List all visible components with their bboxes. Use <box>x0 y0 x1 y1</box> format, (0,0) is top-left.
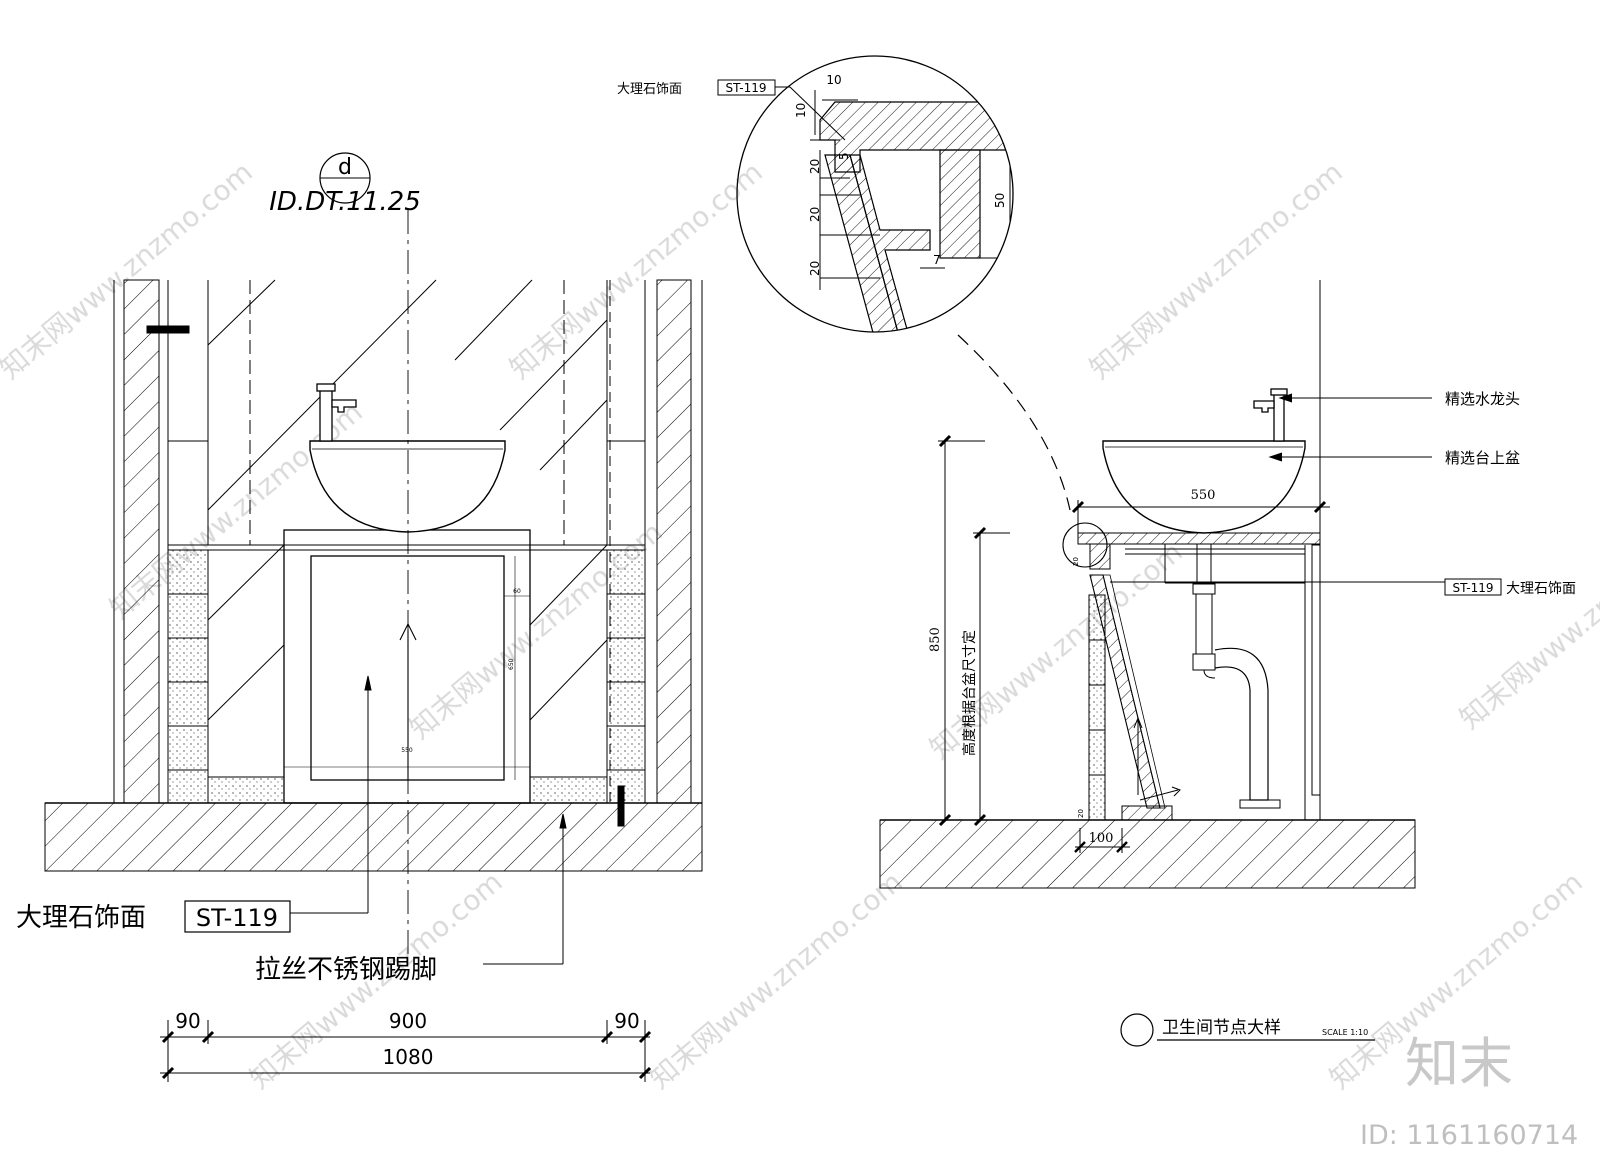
detail-marble-code: ST-119 <box>725 81 766 95</box>
detail-callout <box>736 55 1108 568</box>
detail-dim-side: 10 <box>794 103 808 118</box>
front-elevation <box>44 152 703 965</box>
section-toe-small-dim: 20 <box>1077 809 1085 818</box>
drawing-title: 卫生间节点大样 <box>1162 1018 1281 1038</box>
kick-label: 拉丝不锈钢踢脚 <box>255 955 437 985</box>
section-faucet-icon <box>1253 388 1288 442</box>
section-ref-code: ID.DT.11.25 <box>269 187 420 217</box>
detail-dim-top: 10 <box>826 73 841 87</box>
dim-left: 90 <box>175 1009 200 1033</box>
panel-width-dim: 550 <box>401 747 413 754</box>
watermark-layer: 知末网www.znzmo.com 知末网www.znzmo.com 知末网www… <box>0 155 1600 1095</box>
faucet-icon <box>316 383 357 442</box>
section-floor-slab <box>879 819 1416 889</box>
detail-dim-thick: 50 <box>993 193 1007 208</box>
detail-dim-b: 20 <box>808 207 822 222</box>
watermark-text: 知末网www.znzmo.com <box>1083 155 1348 385</box>
panel-height-dim: 650 <box>508 658 515 670</box>
material-code-box <box>184 900 291 933</box>
watermark-text: 知末网www.znzmo.com <box>1453 505 1600 735</box>
watermark-text: 知末网www.znzmo.com <box>643 865 908 1095</box>
detail-code-box <box>717 79 776 96</box>
section-height-dim: 850 <box>928 627 943 652</box>
right-wall <box>656 279 692 804</box>
section-basin <box>1102 440 1306 534</box>
section-width-dim: 550 <box>1191 488 1216 503</box>
marble-finish-label: 大理石饰面 <box>16 903 146 933</box>
detail-dim-gap: 5 <box>837 152 851 160</box>
vessel-basin <box>309 440 506 533</box>
left-wall <box>123 279 160 804</box>
dim-right: 90 <box>614 1009 639 1033</box>
wall-marker <box>617 785 625 827</box>
section-ref-letter: d <box>338 155 352 180</box>
section-height-note: 高度根据台盆尺寸定 <box>961 630 978 756</box>
dim-mid: 900 <box>389 1009 427 1033</box>
floor-slab <box>44 802 703 872</box>
marble-code-label: ST-119 <box>196 904 278 932</box>
section-code-box <box>1444 578 1502 596</box>
drawing-scale: SCALE 1:10 <box>1322 1028 1368 1037</box>
section-toe-dim: 100 <box>1089 831 1114 846</box>
watermark-text: 知末网www.znzmo.com <box>503 155 768 385</box>
section-edge-small-dim: 20 <box>1072 557 1080 566</box>
title-bubble <box>1120 1013 1154 1047</box>
section-marble-label: 大理石饰面 <box>1506 581 1576 597</box>
faucet-label: 精选水龙头 <box>1445 390 1520 408</box>
detail-marble-label: 大理石饰面 <box>617 82 682 97</box>
basin-label: 精选台上盆 <box>1445 449 1520 467</box>
side-section <box>879 280 1445 1047</box>
brand-watermark: 知末 <box>1405 1032 1513 1095</box>
elevation-dimensions <box>160 1020 652 1082</box>
panel-margin-dim: 60 <box>513 588 521 595</box>
wall-marker <box>146 325 190 334</box>
detail-dim-c: 20 <box>808 261 822 276</box>
dim-total: 1080 <box>383 1045 434 1069</box>
countertop <box>1077 532 1321 545</box>
detail-dim-offset: 7 <box>933 253 941 267</box>
section-marble-code: ST-119 <box>1452 581 1493 595</box>
image-id: ID: 1161160714 <box>1360 1120 1578 1151</box>
detail-dim-a: 20 <box>808 159 822 174</box>
